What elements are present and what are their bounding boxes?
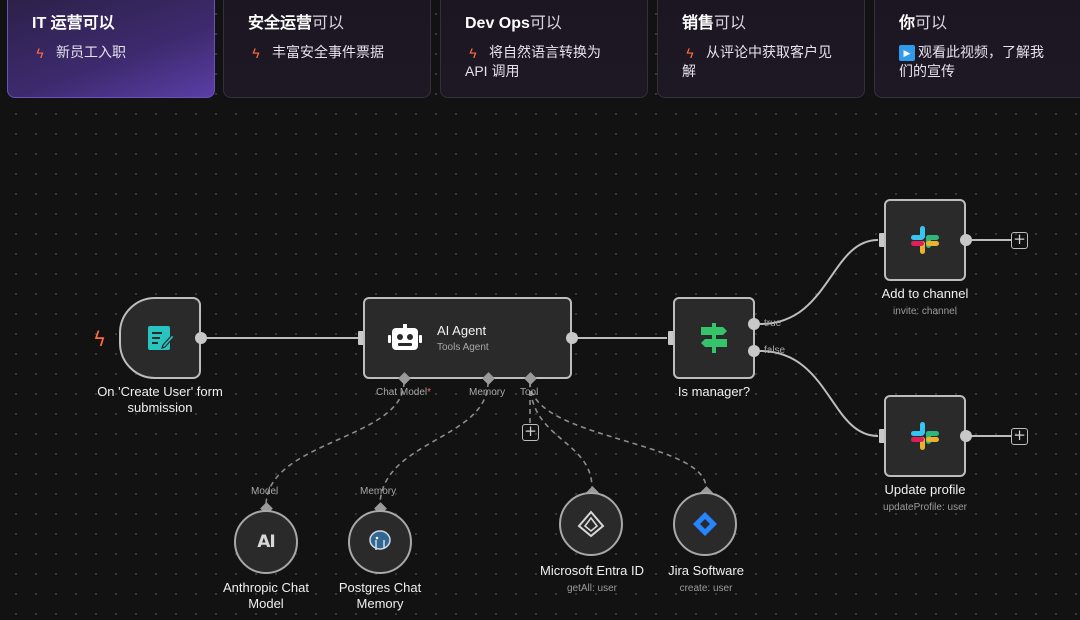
- jira-icon: [693, 512, 717, 536]
- slack2-node-subtitle: updateProfile: user: [883, 502, 967, 513]
- memory-port-label: Memory: [469, 387, 506, 398]
- ai-agent-node[interactable]: AI Agent Tools Agent: [363, 297, 572, 379]
- agent-subtitle: Tools Agent: [437, 342, 489, 353]
- slack-icon: [911, 422, 939, 450]
- use-case-cards: IT 运营可以 ϟ 新员工入职 安全运营可以 ϟ 丰富安全事件票据 Dev Op…: [0, 0, 1080, 104]
- trigger-output-port[interactable]: [195, 332, 207, 344]
- anthropic-port-label: Model: [251, 486, 279, 497]
- connection-memory-postgres: [379, 381, 489, 507]
- connection-tool-entra: [529, 381, 593, 489]
- entra-node-subtitle: getAll: user: [566, 583, 618, 594]
- card-you[interactable]: 你可以 ▶ 观看此视频，了解我们的宣传: [874, 0, 1080, 98]
- entra-icon: [577, 510, 605, 538]
- play-video-icon: ▶: [899, 45, 915, 61]
- card-it-ops[interactable]: IT 运营可以 ϟ 新员工入职: [7, 0, 215, 98]
- slack1-output-port[interactable]: [960, 234, 972, 246]
- slack1-input-port[interactable]: [879, 233, 886, 247]
- switch-input-port[interactable]: [668, 331, 675, 345]
- agent-output-port[interactable]: [566, 332, 578, 344]
- slack2-output-port[interactable]: [960, 430, 972, 442]
- card-title: 销售可以: [682, 15, 747, 32]
- slack1-node-label: Add to channel: [881, 286, 969, 301]
- agent-title: AI Agent: [437, 323, 487, 338]
- bolt-icon: ϟ: [36, 44, 44, 61]
- switch-output-true[interactable]: [748, 318, 760, 330]
- jira-node-label: Jira Software: [668, 563, 744, 578]
- anthropic-chat-model-node[interactable]: AI: [234, 510, 298, 574]
- postgres-port-label: Memory: [360, 486, 397, 497]
- signpost-icon: [701, 323, 727, 353]
- slack-node-update-profile[interactable]: [884, 395, 966, 477]
- card-sec-ops[interactable]: 安全运营可以 ϟ 丰富安全事件票据: [223, 0, 431, 98]
- card-text: 新员工入职: [56, 44, 126, 60]
- slack2-node-label: Update profile: [884, 482, 966, 497]
- card-text: 观看此视频，了解我们的宣传: [899, 44, 1044, 79]
- bolt-icon: ϟ: [252, 44, 260, 61]
- switch-output-false[interactable]: [748, 345, 760, 357]
- chat-model-port-label: Chat Model*: [376, 387, 432, 398]
- agent-input-port[interactable]: [358, 331, 365, 345]
- card-title: 你可以: [899, 15, 948, 32]
- slack-node-add-to-channel[interactable]: [884, 199, 966, 281]
- switch-node-label: Is manager?: [677, 384, 751, 399]
- trigger-bolt-icon: ϟ: [93, 327, 107, 351]
- jira-node-subtitle: create: user: [679, 583, 733, 594]
- connection-true-slack1: [759, 239, 879, 325]
- postgres-icon: [369, 530, 391, 550]
- slack-icon: [911, 226, 939, 254]
- connection-false-slack2: [759, 350, 879, 437]
- tool-port-label: Tool: [520, 387, 539, 398]
- card-title: IT 运营可以: [32, 15, 115, 32]
- trigger-node-form[interactable]: [119, 297, 201, 379]
- card-text: 丰富安全事件票据: [272, 44, 384, 60]
- jira-software-node[interactable]: [673, 492, 737, 556]
- card-title: Dev Ops可以: [465, 15, 562, 32]
- slack2-input-port[interactable]: [879, 429, 886, 443]
- add-tool-button[interactable]: +: [522, 424, 539, 441]
- microsoft-entra-id-node[interactable]: [559, 492, 623, 556]
- bolt-icon: ϟ: [469, 44, 477, 61]
- connection-tool-jira: [529, 381, 707, 489]
- form-icon: [148, 326, 175, 350]
- add-node-after-slack2-button[interactable]: +: [1011, 428, 1028, 445]
- postgres-chat-memory-node[interactable]: [348, 510, 412, 574]
- add-node-after-slack1-button[interactable]: +: [1011, 232, 1028, 249]
- switch-node-is-manager[interactable]: [673, 297, 755, 379]
- card-sales[interactable]: 销售可以 ϟ 从评论中获取客户见解: [657, 0, 865, 98]
- connection-chatmodel-anthropic: [265, 381, 405, 507]
- card-text: 从评论中获取客户见解: [682, 44, 832, 79]
- false-branch-label: false: [764, 345, 786, 356]
- card-title: 安全运营可以: [248, 15, 345, 32]
- bolt-icon: ϟ: [686, 44, 694, 61]
- slack1-node-subtitle: invite: channel: [893, 306, 957, 317]
- entra-node-label: Microsoft Entra ID: [539, 563, 645, 578]
- robot-icon: [388, 324, 422, 350]
- true-branch-label: true: [764, 318, 782, 329]
- anthropic-icon: AI: [257, 532, 276, 552]
